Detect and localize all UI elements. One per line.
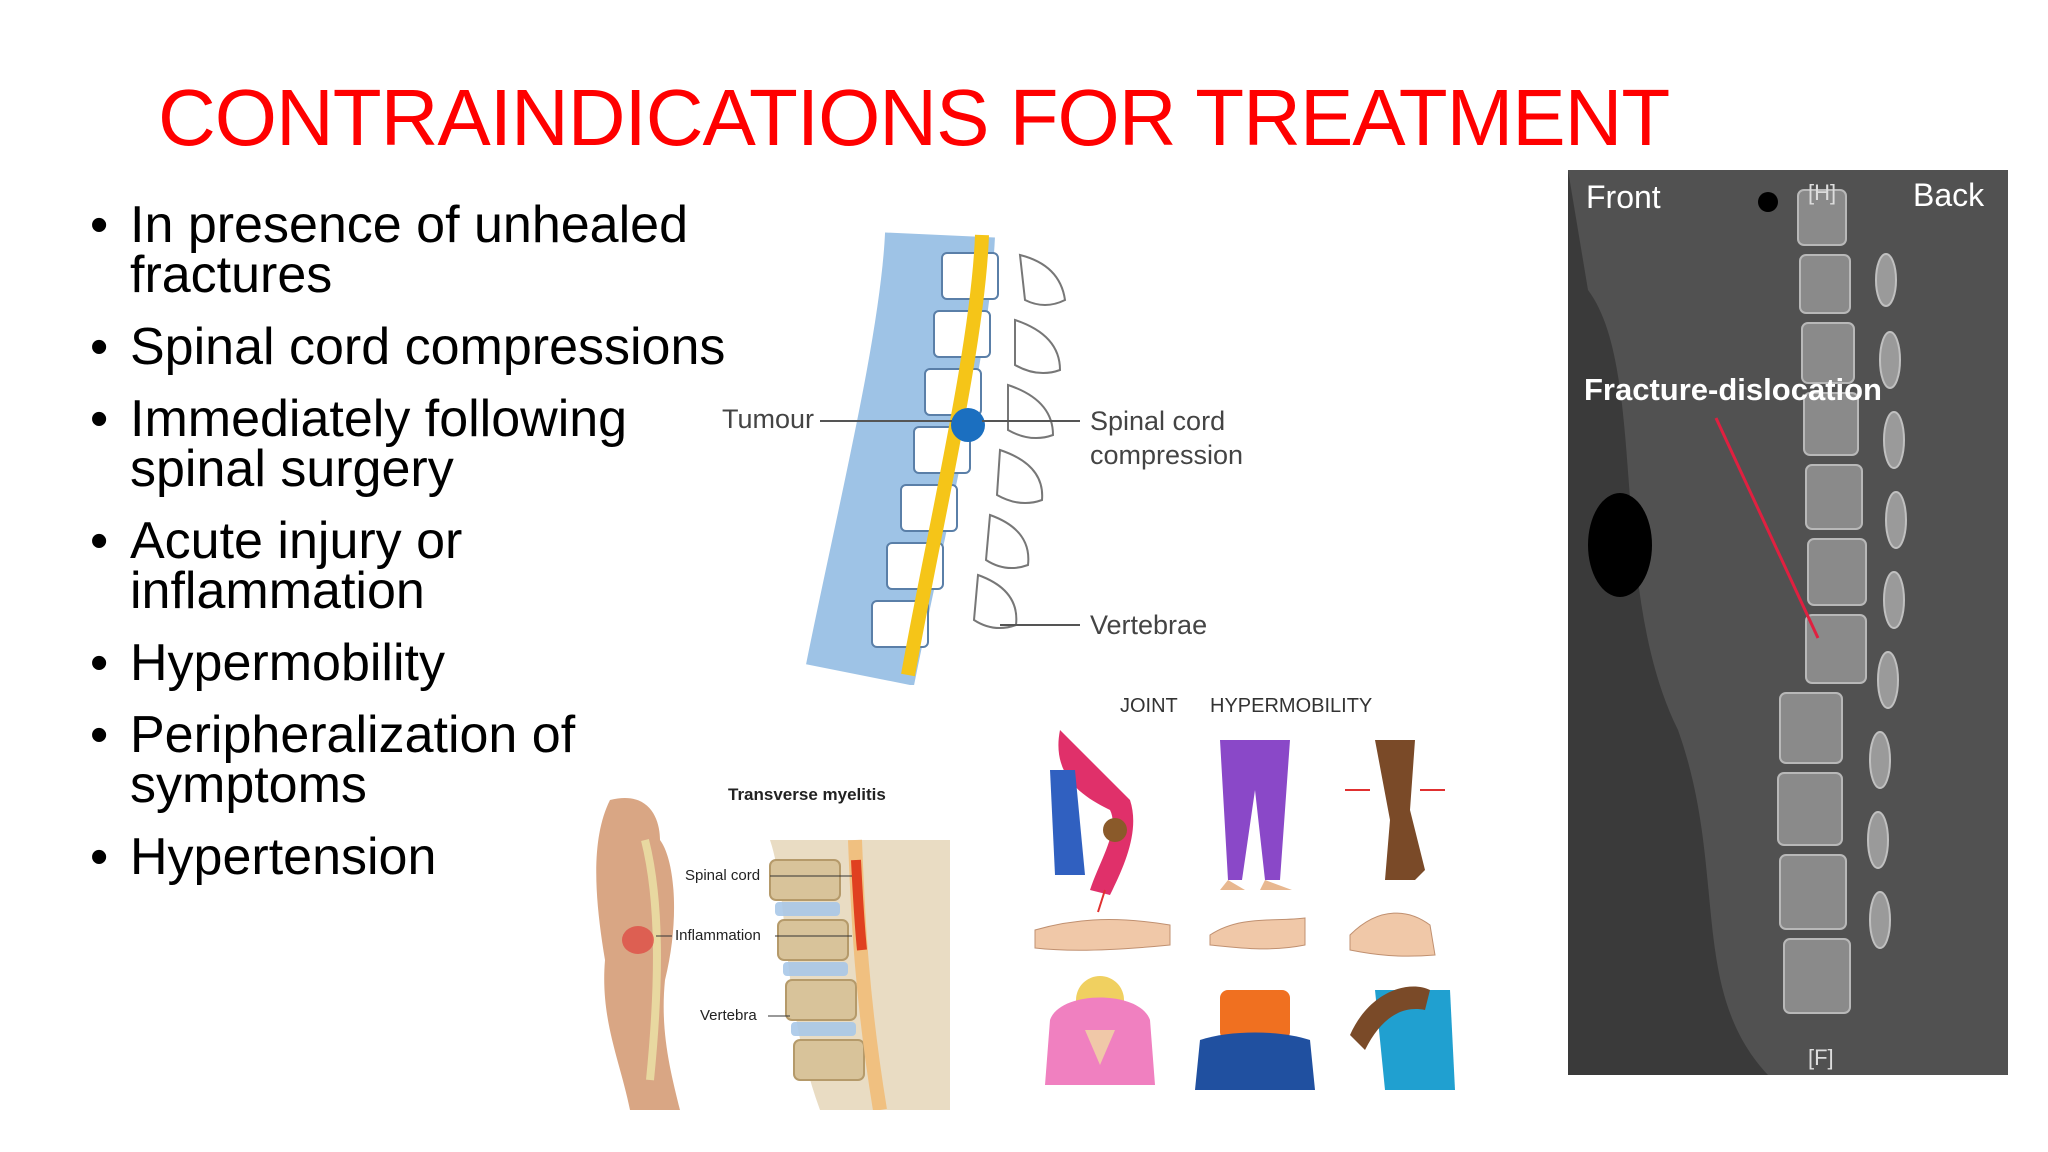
tumour-mass [951,408,985,442]
vertebral-column [806,232,1067,685]
myelitis-vertebra-label: Vertebra [700,1007,757,1024]
compression-label: Spinal cord [1090,406,1225,436]
bullet-item: • Acute injury or inflammation [90,512,770,617]
bullet-list: • In presence of unhealed fractures • Spin… [90,196,770,904]
bullet-dot: • [90,390,109,448]
bullet-dot: • [90,318,109,376]
bullet-text: In presence of unhealed fractures [130,196,688,304]
shoulder-figure [1350,986,1455,1090]
kneeling-figure [1045,976,1155,1085]
vertebrae-label: Vertebrae [1090,610,1207,640]
fracture-annotation: Fracture-dislocation [1584,372,1882,407]
fracture-pointer [1714,417,1820,639]
bullet-text: Hypertension [130,828,437,886]
bullet-item: • In presence of unhealed fractures [90,196,770,301]
hands-figure [1209,917,1306,950]
sitting-figure [1195,990,1315,1090]
bullet-text: Hypermobility [130,634,445,692]
bullet-item: • Peripheralization of symptoms [90,706,770,811]
back-label: Back [1913,177,1985,213]
bullet-dot: • [90,512,109,570]
bullet-dot: • [90,196,109,254]
torso-silhouette [596,798,680,1110]
front-label: Front [1586,179,1661,215]
bullet-dot: • [90,706,109,764]
myelitis-spinal-cord-label: Spinal cord [685,867,760,884]
bullet-dot: • [90,828,109,886]
bullet-item: • Immediately following spinal surgery [90,390,770,495]
slide-title: CONTRAINDICATIONS FOR TREATMENT [158,73,1670,162]
ct-vertebral-column [1777,189,1867,1014]
hypermobility-title-right: HYPERMOBILITY [1210,695,1372,717]
top-marker: [H] [1808,180,1836,205]
bullet-text: Immediately following spinal surgery [130,390,628,498]
hypermobility-figure: JOINT HYPERMOBILITY [1034,695,1455,1090]
bullet-dot: • [90,634,109,692]
elbow-figure [1034,889,1171,951]
myelitis-title: Transverse myelitis [728,785,886,804]
knee-figure [1345,740,1445,880]
spine-compression-figure: Tumour Spinal cord compression Vertebrae [722,232,1243,685]
air-pocket [1588,493,1652,597]
myelitis-figure: Transverse myelitis Spinal cord Inflamma… [596,785,950,1110]
hypermobility-title-left: JOINT [1120,695,1178,717]
bullet-item: • Hypertension [90,828,770,886]
legs-figure [1220,740,1292,890]
bullet-item: • Spinal cord compressions [90,318,770,376]
ct-scan-figure: Front Back [H] [F] Fracture-dislocation [1568,170,2008,1075]
bullet-text: Acute injury or inflammation [130,512,463,620]
compression-label-2: compression [1090,440,1243,470]
myelitis-inflammation-label: Inflammation [675,927,761,944]
forward-bend-figure [1050,730,1134,895]
spinal-cord [901,234,989,677]
bottom-marker: [F] [1808,1045,1834,1070]
thumb-figure [1349,912,1436,957]
bullet-text: Peripheralization of symptoms [130,706,576,814]
bullet-item: • Hypermobility [90,634,770,692]
bullet-text: Spinal cord compressions [130,318,726,376]
tumour-label: Tumour [722,404,814,434]
